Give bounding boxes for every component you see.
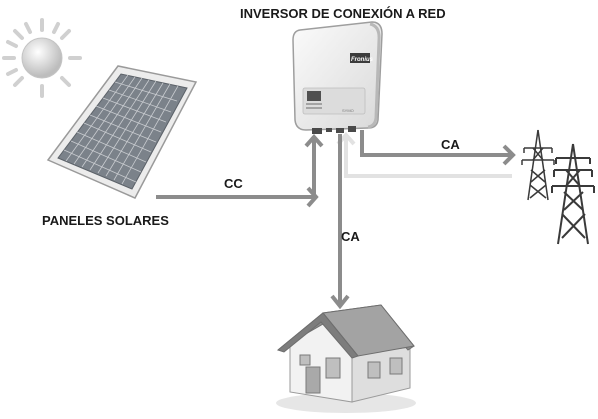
- solar-panels-label: PANELES SOLARES: [42, 213, 169, 228]
- power-tower-icon: [521, 129, 595, 245]
- house-icon: [276, 304, 416, 413]
- sun-icon: [2, 18, 82, 98]
- inverter-brand-text: Fronius: [351, 57, 374, 63]
- dc-label: CC: [224, 176, 243, 191]
- ac-house-label: CA: [341, 229, 360, 244]
- solar-panel-icon: [46, 65, 198, 199]
- dc-arrow: [156, 133, 324, 208]
- inverter-icon: SYMO Fronius: [292, 21, 383, 134]
- ac-grid-label: CA: [441, 137, 460, 152]
- ac-grid-arrow: [360, 130, 516, 166]
- inverter-model-text: SYMO: [342, 108, 354, 113]
- diagram-title: INVERSOR DE CONEXIÓN A RED: [240, 6, 446, 21]
- ac-house-arrow: [330, 134, 350, 310]
